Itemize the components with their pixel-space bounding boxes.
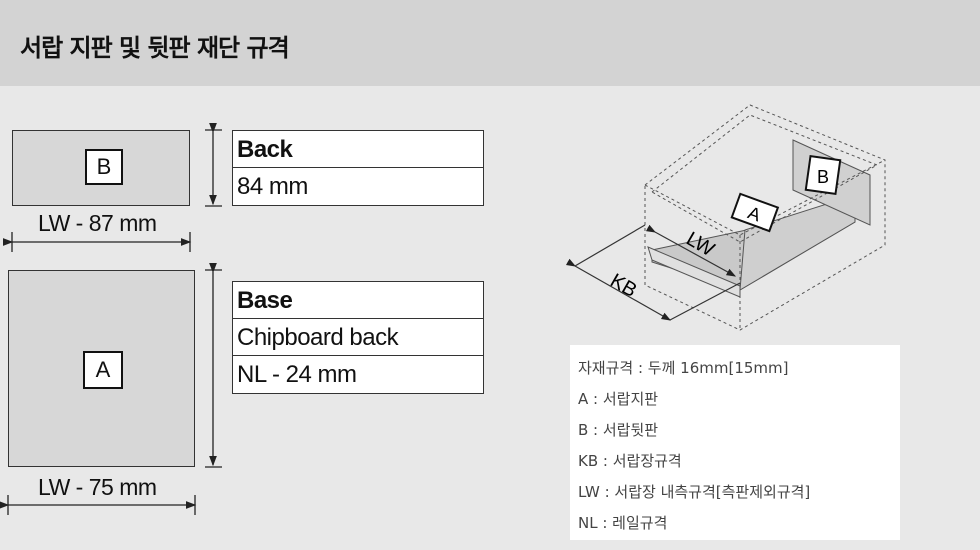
back-panel: B <box>12 130 190 206</box>
back-width-label: LW - 87 mm <box>38 210 157 236</box>
base-material: Chipboard back <box>233 319 483 356</box>
base-size: NL - 24 mm <box>237 361 357 388</box>
page-title: 서랍 지판 및 뒷판 재단 규격 <box>20 34 290 62</box>
base-panel: A <box>8 270 195 467</box>
base-marker: A <box>83 351 123 389</box>
base-title: Base <box>233 282 483 319</box>
legend-item: 자재규격 : 두께 16mm[15mm] <box>578 359 789 377</box>
legend-item: A : 서랍지판 <box>578 390 659 408</box>
back-size: 84 mm <box>237 173 308 200</box>
header: 서랍 지판 및 뒷판 재단 규격 <box>0 0 980 86</box>
back-table: Back 84 mm <box>232 130 484 206</box>
back-title: Back <box>233 131 483 168</box>
legend-item: B : 서랍뒷판 <box>578 421 659 439</box>
legend-item: NL : 레일규격 <box>578 514 668 532</box>
svg-text:KB: KB <box>606 270 640 302</box>
legend-item: LW : 서랍장 내측규격[측판제외규격] <box>578 483 811 501</box>
drawer-isometric: A B LW KB <box>565 104 886 331</box>
base-width-label: LW - 75 mm <box>38 474 157 500</box>
back-marker: B <box>85 149 123 185</box>
legend-item: KB : 서랍장규격 <box>578 452 682 470</box>
svg-text:B: B <box>817 167 829 187</box>
legend: 자재규격 : 두께 16mm[15mm] A : 서랍지판 B : 서랍뒷판 K… <box>570 345 900 540</box>
